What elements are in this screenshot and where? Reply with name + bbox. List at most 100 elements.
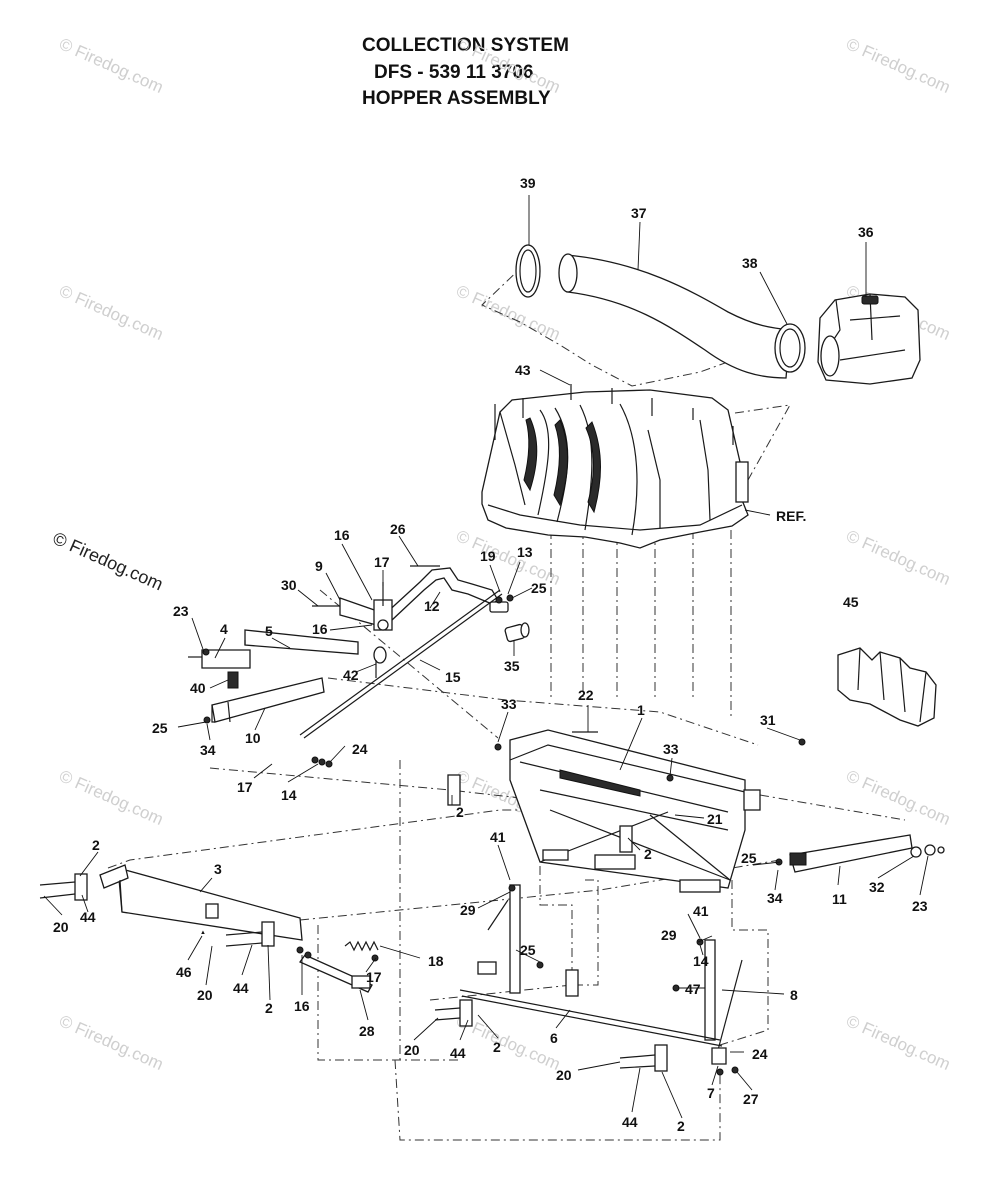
callout-29: 29 <box>460 902 476 918</box>
callout-26: 26 <box>390 521 406 537</box>
callout-13: 13 <box>517 544 533 560</box>
bolts <box>39 565 806 1076</box>
callout-2: 2 <box>644 846 652 862</box>
callout-20: 20 <box>556 1067 572 1083</box>
callout-17: 17 <box>366 969 382 985</box>
callout-23: 23 <box>912 898 928 914</box>
plate-4 <box>201 649 251 669</box>
callout-24: 24 <box>352 741 368 757</box>
callout-5: 5 <box>265 623 273 639</box>
watermark: © Firedog.com <box>56 1011 166 1074</box>
watermark: © Firedog.com <box>56 766 166 829</box>
watermark: © Firedog.com <box>843 34 953 97</box>
discharge-hose-37 <box>566 254 791 379</box>
front-panel-3: ▲ <box>99 864 303 941</box>
watermark: © Firedog.com <box>56 281 166 344</box>
callout-12: 12 <box>424 598 440 614</box>
callout-34: 34 <box>200 742 216 758</box>
cover-screws-43 <box>494 384 734 445</box>
callout-37: 37 <box>631 205 647 221</box>
callout-44: 44 <box>80 909 96 925</box>
callout-40: 40 <box>190 680 206 696</box>
callout-2: 2 <box>456 804 464 820</box>
callout-33: 33 <box>501 696 517 712</box>
callout-11: 11 <box>832 891 847 907</box>
watermark: © Firedog.com <box>56 34 166 97</box>
callout-1: 1 <box>637 702 645 718</box>
callout-10: 10 <box>245 730 261 746</box>
bushing-35 <box>504 622 530 643</box>
callout-21: 21 <box>707 811 723 827</box>
callout-15: 15 <box>445 669 461 685</box>
diagram-title-assembly: HOPPER ASSEMBLY <box>362 88 551 109</box>
watermark: © Firedog.com <box>843 1011 953 1074</box>
callout-39: 39 <box>520 175 536 191</box>
watermark: © Firedog.com <box>453 281 563 344</box>
callout-2: 2 <box>677 1118 685 1134</box>
spring-18 <box>344 940 379 952</box>
callout-25: 25 <box>152 720 168 736</box>
callout-25: 25 <box>741 850 757 866</box>
callout-43: 43 <box>515 362 531 378</box>
callout-44: 44 <box>450 1045 466 1061</box>
hose-clamp-inner <box>519 249 537 293</box>
leader-lines <box>43 195 929 1119</box>
support-rail-6 <box>459 989 723 1047</box>
callout-45: 45 <box>843 594 859 610</box>
callout-35: 35 <box>504 658 520 674</box>
callout-36: 36 <box>858 224 874 240</box>
lift-rod-12 <box>382 567 499 621</box>
callout-16: 16 <box>312 621 328 637</box>
callout-20: 20 <box>404 1042 420 1058</box>
callout-labels: 39 37 36 38 43 REF. 26 16 17 9 30 19 13 … <box>53 175 928 1134</box>
callout-2: 2 <box>493 1039 501 1055</box>
bracket-5 <box>244 629 359 655</box>
callout-20: 20 <box>197 987 213 1003</box>
watermark: © Firedog.com <box>843 766 953 829</box>
spacer-40 <box>227 671 239 689</box>
mount-rail-11 <box>789 834 913 873</box>
callout-9: 9 <box>315 558 323 574</box>
callout-34: 34 <box>767 890 783 906</box>
mount-rail-10 <box>211 677 325 723</box>
callout-7: 7 <box>707 1085 715 1101</box>
callout-25: 25 <box>531 580 547 596</box>
callout-14: 14 <box>693 953 709 969</box>
callout-14: 14 <box>281 787 297 803</box>
callout-33: 33 <box>663 741 679 757</box>
pivot-42 <box>373 646 387 678</box>
hose-clamp-inner <box>779 328 801 368</box>
diagram-title-part-number: DFS - 539 11 3706 <box>374 62 534 83</box>
weight-kit-45 <box>837 647 937 727</box>
callout-44: 44 <box>233 980 249 996</box>
callout-46: 46 <box>176 964 192 980</box>
callout-41: 41 <box>490 829 506 845</box>
callout-18: 18 <box>428 953 444 969</box>
callout-22: 22 <box>578 687 594 703</box>
lift-rod-15-edge <box>303 593 503 739</box>
callout-47: 47 <box>685 981 701 997</box>
blower-housing-36 <box>817 293 921 385</box>
callout-6: 6 <box>550 1030 558 1046</box>
callout-19: 19 <box>480 548 496 564</box>
callout-32: 32 <box>869 879 885 895</box>
callout-20: 20 <box>53 919 69 935</box>
frame-bracket-2-lower <box>74 873 668 1072</box>
callout-3: 3 <box>214 861 222 877</box>
frame-bracket-2-upper <box>447 774 633 853</box>
callout-29: 29 <box>661 927 677 943</box>
lift-rod-15 <box>299 589 501 736</box>
callout-27: 27 <box>743 1091 759 1107</box>
watermark: © Firedog.com <box>843 526 953 589</box>
callout-41: 41 <box>693 903 709 919</box>
diagram-title-system: COLLECTION SYSTEM <box>362 35 569 56</box>
callout-42: 42 <box>343 667 359 683</box>
fasteners-32-23 <box>910 844 945 858</box>
latch-28 <box>299 954 373 993</box>
callout-24: 24 <box>752 1046 768 1062</box>
hose-end <box>558 253 578 293</box>
callout-17: 17 <box>374 554 390 570</box>
callout-25: 25 <box>520 942 536 958</box>
